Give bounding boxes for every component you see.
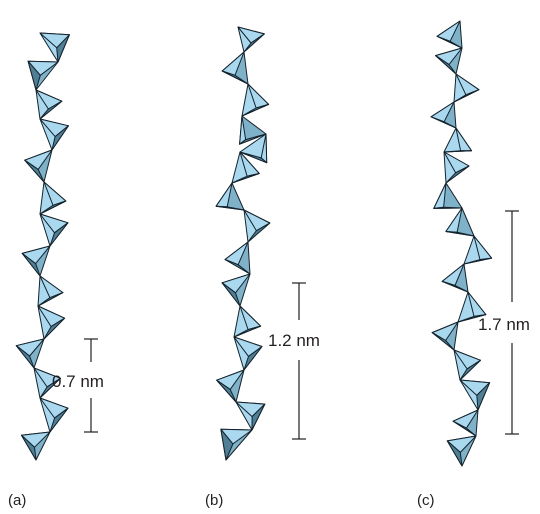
tetrahedron xyxy=(28,61,58,90)
tetrahedron xyxy=(234,337,262,370)
tetrahedron xyxy=(234,306,261,337)
tetrahedron xyxy=(454,350,481,380)
tetrahedron xyxy=(460,380,490,410)
tetrahedron xyxy=(36,90,62,119)
repeat-distance-a: 0.7 nm xyxy=(52,372,104,391)
repeat-distance-b: 1.2 nm xyxy=(268,331,320,350)
tetrahedron xyxy=(444,152,469,183)
tetrahedron xyxy=(244,210,270,242)
tetrahedron xyxy=(431,102,456,128)
tetrahedron xyxy=(22,432,51,460)
tetrahedron xyxy=(444,128,472,152)
tetrahedron xyxy=(38,276,63,306)
tetrahedron xyxy=(238,27,264,52)
tetrahedron xyxy=(16,339,44,368)
tetrahedron xyxy=(225,242,250,274)
dimension-bar-b xyxy=(292,283,306,439)
panel-label-c: (c) xyxy=(417,492,435,509)
tetrahedron xyxy=(222,52,248,84)
tetrahedron xyxy=(40,119,68,150)
panel-label-a: (a) xyxy=(8,492,26,509)
tetrahedron xyxy=(442,264,468,292)
tetrahedron xyxy=(236,402,265,430)
tetrahedron xyxy=(454,74,479,102)
tetrahedron xyxy=(436,48,462,74)
repeat-distance-c: 1.7 nm xyxy=(478,315,530,334)
tetrahedron xyxy=(242,84,269,116)
tetrahedron xyxy=(221,429,252,460)
chain-c-tetrahedra xyxy=(431,21,492,466)
tetrahedron xyxy=(40,33,69,62)
tetrahedron xyxy=(446,208,474,236)
tetrahedron xyxy=(38,306,65,339)
chain-b-tetrahedra xyxy=(216,27,270,460)
panel-label-b: (b) xyxy=(205,492,223,509)
tetrahedron xyxy=(434,183,462,208)
tetrahedron xyxy=(25,150,52,182)
tetrahedron xyxy=(22,246,50,276)
tetrahedron xyxy=(447,436,476,466)
tetrahedron xyxy=(40,214,68,246)
tetrahedron xyxy=(217,370,244,402)
tetrahedron xyxy=(453,410,478,436)
tetrahedron xyxy=(40,398,68,432)
tetrahedron xyxy=(464,236,492,264)
tetrahedron xyxy=(40,182,66,214)
chain-a-tetrahedra xyxy=(16,33,69,460)
tetrahedron xyxy=(216,183,244,210)
tetrahedron xyxy=(437,21,462,48)
tetrahedron xyxy=(432,322,458,350)
tetrahedron-face xyxy=(434,207,462,208)
tetrahedron xyxy=(222,274,250,306)
tetrahedron-face xyxy=(434,183,446,208)
